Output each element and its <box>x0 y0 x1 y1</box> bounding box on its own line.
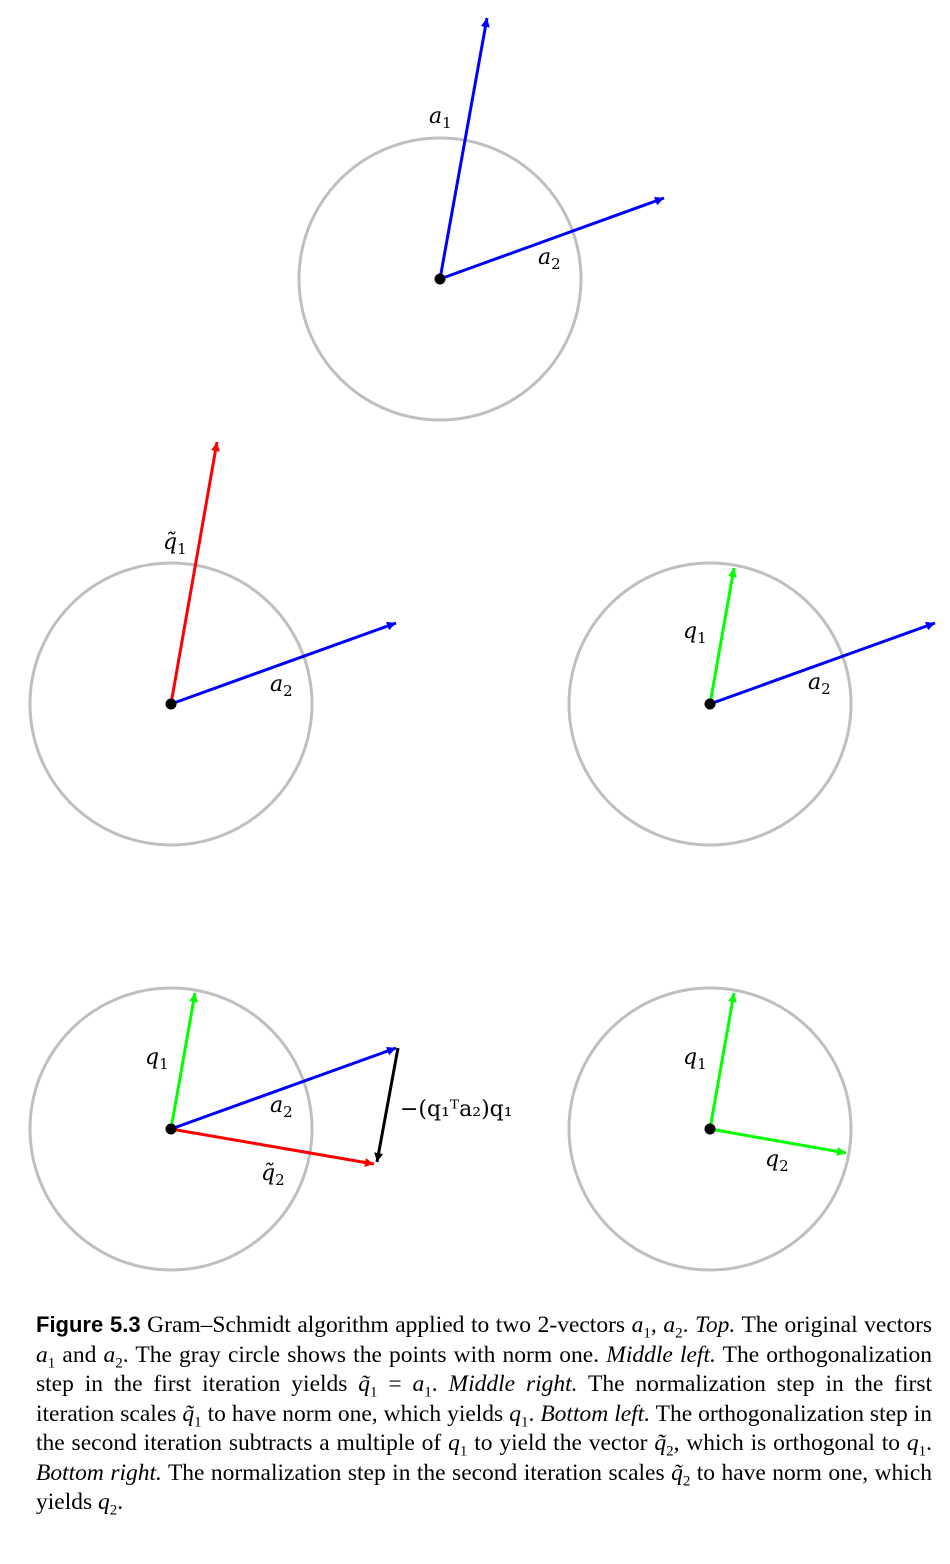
label-q1: q1 <box>683 619 707 647</box>
caption-top: Top. <box>695 1312 736 1338</box>
vector-q1 <box>708 992 737 1130</box>
vector-a2 <box>439 196 665 281</box>
origin-dot <box>165 1123 177 1135</box>
label-a2: a2 <box>270 1093 293 1121</box>
vector-a1 <box>438 17 490 280</box>
unit-circle <box>567 986 853 1272</box>
caption-middle-left: Middle left. <box>606 1341 716 1368</box>
vector-q1 <box>169 992 198 1130</box>
label-projection: −(q₁ᵀa₂)q₁ <box>400 1097 513 1122</box>
origin-dot <box>704 698 716 710</box>
caption-middle-right: Middle right. <box>448 1371 578 1397</box>
unit-circle <box>297 136 583 422</box>
vector-q1 <box>708 567 737 705</box>
vector-projection <box>374 1047 400 1163</box>
label-q-tilde-1: q̃1 <box>163 530 187 558</box>
panel-bottom-left: q1 a2 q̃2 −(q₁ᵀa₂)q₁ <box>28 986 513 1272</box>
label-a2: a2 <box>808 670 831 698</box>
panel-bottom-right: q1 q2 <box>567 986 853 1272</box>
unit-circle <box>28 561 314 847</box>
panel-middle-right: q1 a2 <box>567 561 936 847</box>
origin-dot <box>434 273 446 285</box>
caption-bottom-left: Bottom left. <box>540 1400 651 1427</box>
label-a2: a2 <box>538 245 561 273</box>
label-a1: a1 <box>429 104 452 132</box>
figure-caption: Figure 5.3 Gram–Schmidt algorithm applie… <box>36 1312 933 1519</box>
label-q-tilde-2: q̃2 <box>261 1161 285 1189</box>
caption-bottom-right: Bottom right. <box>36 1459 162 1486</box>
vector-q2 <box>709 1127 847 1156</box>
unit-circle <box>28 986 314 1272</box>
origin-dot <box>704 1123 716 1135</box>
panel-top: a1 a2 <box>297 17 665 422</box>
unit-circle <box>567 561 853 847</box>
vector-a2 <box>709 621 936 706</box>
vector-q-tilde-2 <box>170 1127 375 1167</box>
figure-5-3-diagram: svg line { stroke-width: 3; } a1 a2 q̃1 … <box>28 17 936 1272</box>
label-q1: q1 <box>145 1045 169 1073</box>
label-q1: q1 <box>683 1045 707 1073</box>
panel-middle-left: q̃1 a2 <box>28 441 397 847</box>
label-q2: q2 <box>765 1147 789 1175</box>
vector-a2 <box>170 621 397 706</box>
vector-q-tilde-1 <box>169 441 220 705</box>
figure-number: Figure 5.3 <box>36 1312 141 1337</box>
origin-dot <box>165 698 177 710</box>
vector-a2 <box>170 1046 397 1131</box>
label-a2: a2 <box>270 672 293 700</box>
